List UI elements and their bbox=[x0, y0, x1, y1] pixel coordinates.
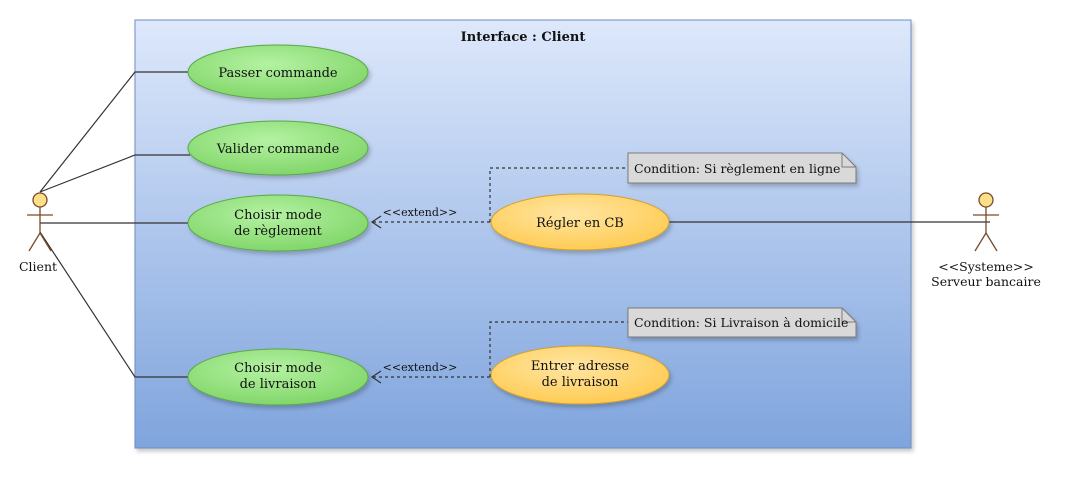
note-livraison-text: Condition: Si Livraison à domicile bbox=[634, 315, 848, 330]
extend-livraison: <<extend>> bbox=[370, 361, 490, 384]
note-connector-livraison bbox=[489, 321, 628, 377]
usecase-adresse-line2: de livraison bbox=[542, 375, 619, 390]
usecase-choisir-reglement: Choisir mode de règlement bbox=[187, 194, 369, 252]
usecase-cb-label: Régler en CB bbox=[536, 216, 624, 231]
assoc-client-livraison bbox=[39, 231, 190, 378]
note-livraison bbox=[627, 307, 857, 338]
actor-client: Client bbox=[19, 192, 57, 274]
usecase-reglement-line2: de règlement bbox=[234, 224, 323, 239]
usecase-entrer-adresse: Entrer adresse de livraison bbox=[490, 345, 670, 405]
actor-client-name: Client bbox=[19, 259, 57, 274]
note-connector-reglement bbox=[489, 167, 628, 222]
usecase-livraison-line1: Choisir mode bbox=[234, 361, 322, 376]
assoc-client-valider bbox=[39, 154, 190, 193]
usecase-valider-commande: Valider commande bbox=[187, 120, 369, 176]
stick-figure-icon bbox=[973, 192, 999, 252]
actor-bank-name: Serveur bancaire bbox=[931, 274, 1041, 289]
actor-serveur-bancaire: <<Systeme>> Serveur bancaire bbox=[931, 192, 1041, 289]
system-title: Interface : Client bbox=[461, 30, 586, 45]
extend-reglement: <<extend>> bbox=[370, 206, 490, 229]
client-associations bbox=[39, 71, 190, 378]
extend-label-livraison: <<extend>> bbox=[383, 361, 458, 374]
usecase-passer-label: Passer commande bbox=[218, 66, 338, 81]
usecase-choisir-livraison: Choisir mode de livraison bbox=[187, 348, 369, 406]
extend-label-reglement: <<extend>> bbox=[383, 206, 458, 219]
usecase-valider-label: Valider commande bbox=[216, 142, 340, 157]
usecase-passer-commande: Passer commande bbox=[187, 44, 369, 100]
usecase-regler-cb: Régler en CB bbox=[490, 193, 670, 251]
assoc-client-passer bbox=[39, 71, 190, 193]
usecase-livraison-line2: de livraison bbox=[240, 377, 317, 392]
usecase-reglement-line1: Choisir mode bbox=[234, 208, 322, 223]
stick-figure-icon bbox=[27, 192, 53, 252]
note-reglement-text: Condition: Si règlement en ligne bbox=[634, 161, 840, 176]
actor-bank-stereotype: <<Systeme>> bbox=[938, 259, 1034, 274]
note-reglement bbox=[627, 152, 857, 184]
usecase-adresse-line1: Entrer adresse bbox=[531, 359, 630, 374]
